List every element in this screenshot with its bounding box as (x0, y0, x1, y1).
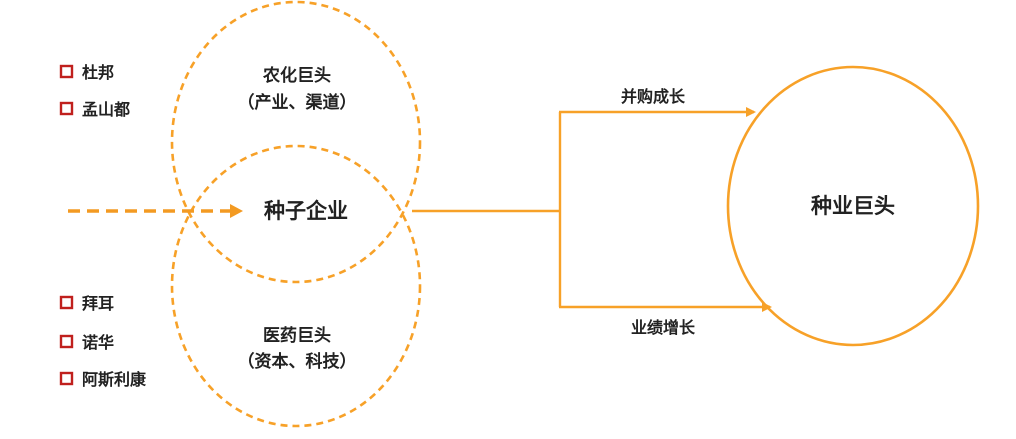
seed-company-label: 种子企业 (263, 199, 348, 223)
company-label: 阿斯利康 (82, 370, 147, 389)
pharma-circle (170, 144, 422, 428)
agrochemical-circle (170, 0, 422, 284)
seed-giant-circle (726, 65, 980, 347)
company-label: 杜邦 (82, 63, 114, 82)
pharma-subtitle: （资本、科技） (238, 351, 357, 372)
incoming-arrowhead-icon (230, 204, 243, 218)
list-item: 拜耳 (59, 294, 114, 313)
bullet-square-icon (59, 371, 74, 386)
bullet-square-icon (59, 101, 74, 116)
bullet-square-icon (59, 334, 74, 349)
list-item: 杜邦 (59, 63, 114, 82)
top-company-list: 杜邦 孟山都 (59, 63, 130, 119)
list-item: 诺华 (59, 333, 114, 352)
company-label: 拜耳 (82, 294, 114, 313)
bullet-square-icon (59, 295, 74, 310)
agrochemical-subtitle: （产业、渠道） (238, 92, 357, 113)
lower-path-label: 业绩增长 (631, 318, 696, 337)
company-label: 诺华 (82, 333, 114, 352)
bullet-square-icon (59, 64, 74, 79)
seed-giant-label: 种业巨头 (810, 194, 895, 218)
company-label: 孟山都 (82, 100, 130, 119)
bottom-company-list: 拜耳 诺华 阿斯利康 (59, 294, 147, 389)
list-item: 阿斯利康 (59, 370, 147, 389)
pharma-title: 医药巨头 (263, 325, 331, 346)
agrochemical-title: 农化巨头 (262, 65, 331, 86)
list-item: 孟山都 (59, 100, 130, 119)
upper-path-label: 并购成长 (621, 87, 686, 106)
